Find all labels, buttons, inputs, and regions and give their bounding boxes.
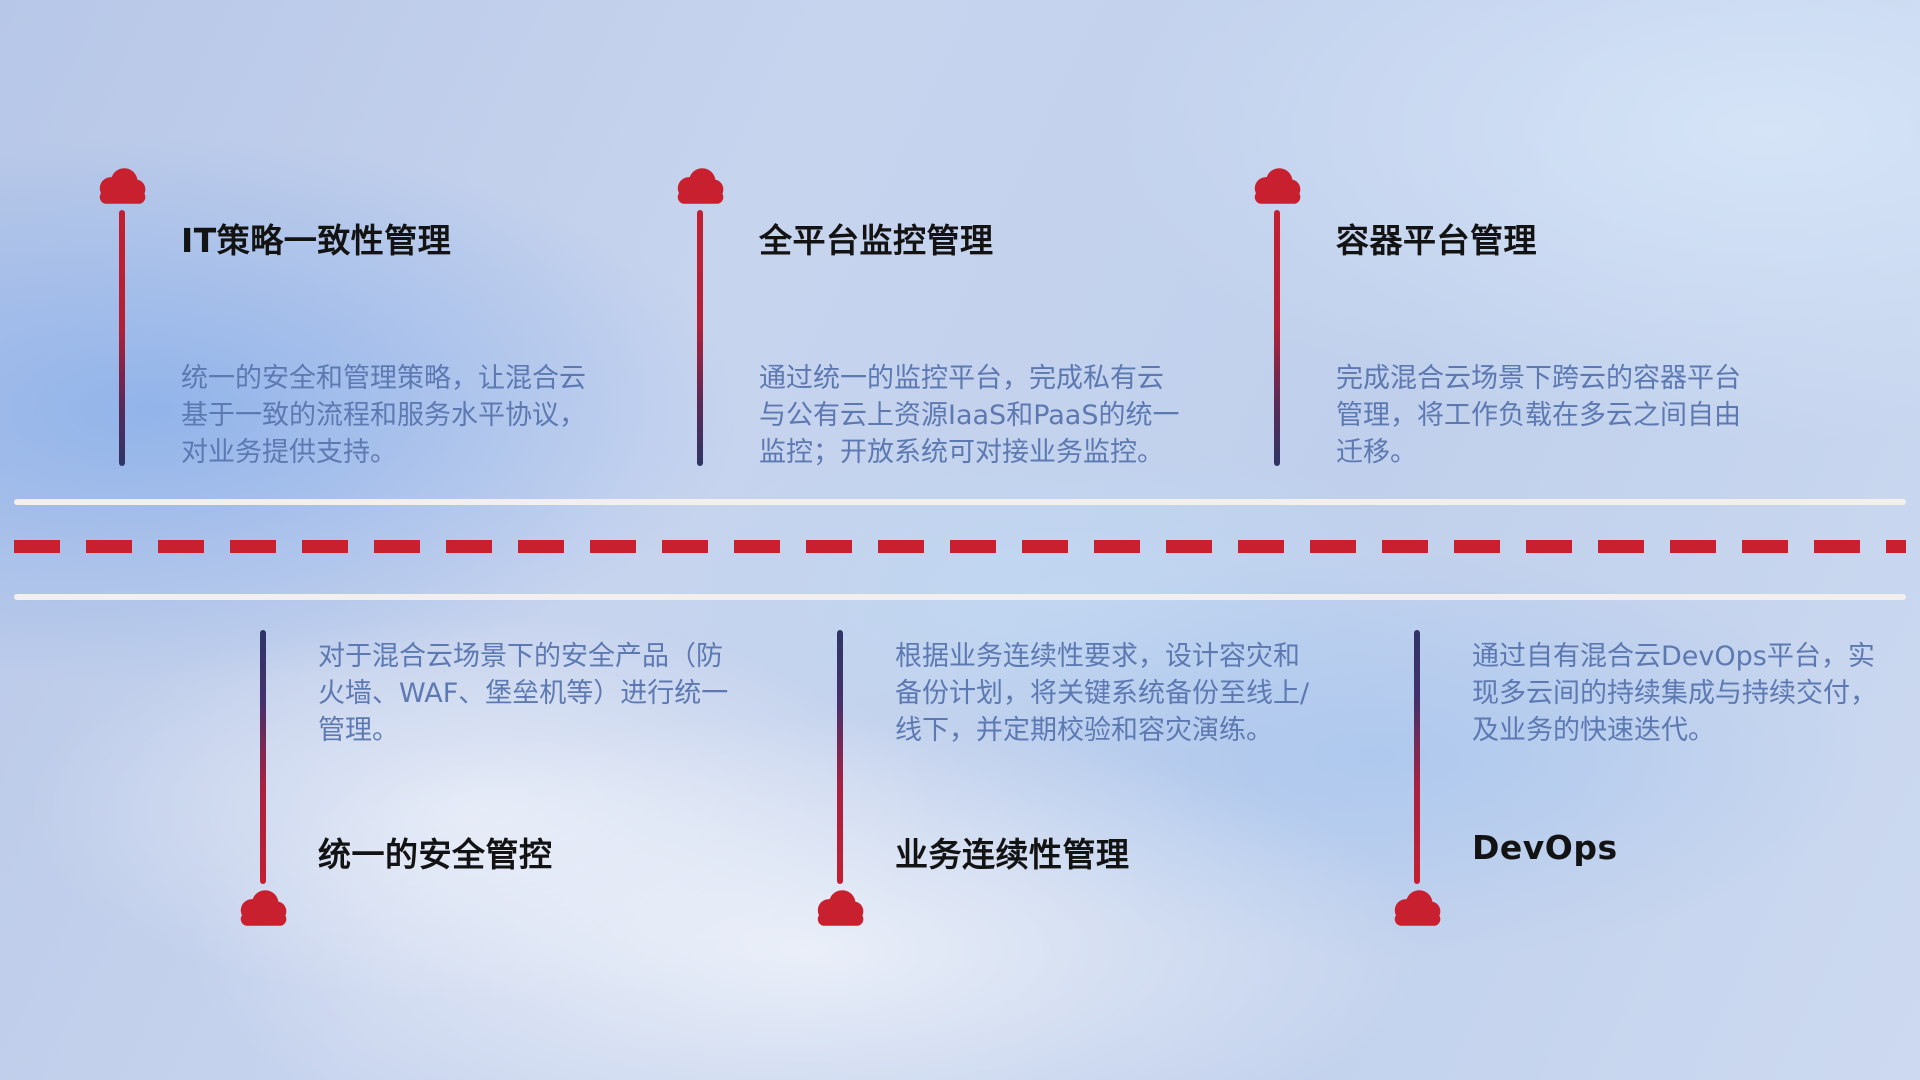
timeline-stem	[1274, 210, 1280, 466]
item-description: 对于混合云场景下的安全产品（防火墙、WAF、堡垒机等）进行统一管理。	[318, 641, 729, 746]
cloud-icon	[94, 166, 150, 206]
timeline-item-business-continuity: 根据业务连续性要求，设计容灾和备份计划，将关键系统备份至线上/线下，并定期校验和…	[812, 630, 1352, 940]
item-description: 通过统一的监控平台，完成私有云与公有云上资源IaaS和PaaS的统一监控；开放系…	[759, 363, 1180, 468]
cloud-icon	[1389, 888, 1445, 928]
road-dashed-center-line	[14, 540, 1906, 553]
timeline-item-devops: 通过自有混合云DevOps平台，实现多云间的持续集成与持续交付，及业务的快速迭代…	[1389, 630, 1920, 940]
item-title: 业务连续性管理	[895, 835, 1130, 874]
item-title: 统一的安全管控	[318, 835, 553, 874]
timeline-stem	[837, 630, 843, 884]
item-description: 统一的安全和管理策略，让混合云基于一致的流程和服务水平协议，对业务提供支持。	[181, 363, 586, 468]
timeline-stem	[1414, 630, 1420, 884]
timeline-item-it-policy: IT策略一致性管理 统一的安全和管理策略，让混合云基于一致的流程和服务水平协议，…	[94, 166, 634, 486]
timeline-item-monitoring: 全平台监控管理 通过统一的监控平台，完成私有云与公有云上资源IaaS和PaaS的…	[672, 166, 1212, 486]
timeline-stem	[260, 630, 266, 884]
timeline-stem	[119, 210, 125, 466]
item-description: 完成混合云场景下跨云的容器平台管理，将工作负载在多云之间自由迁移。	[1336, 363, 1741, 468]
road-line-top	[14, 499, 1906, 505]
item-title: DevOps	[1472, 828, 1618, 867]
item-description: 通过自有混合云DevOps平台，实现多云间的持续集成与持续交付，及业务的快速迭代…	[1472, 641, 1877, 746]
cloud-icon	[812, 888, 868, 928]
timeline-item-security-control: 对于混合云场景下的安全产品（防火墙、WAF、堡垒机等）进行统一管理。 统一的安全…	[235, 630, 775, 940]
cloud-icon	[1249, 166, 1305, 206]
item-title: 容器平台管理	[1336, 221, 1537, 260]
item-title: IT策略一致性管理	[181, 221, 452, 260]
cloud-icon	[235, 888, 291, 928]
timeline-stem	[697, 210, 703, 466]
road-line-bottom	[14, 594, 1906, 600]
item-description: 根据业务连续性要求，设计容灾和备份计划，将关键系统备份至线上/线下，并定期校验和…	[895, 641, 1310, 746]
timeline-item-container-platform: 容器平台管理 完成混合云场景下跨云的容器平台管理，将工作负载在多云之间自由迁移。	[1249, 166, 1789, 486]
item-title: 全平台监控管理	[759, 221, 994, 260]
cloud-icon	[672, 166, 728, 206]
